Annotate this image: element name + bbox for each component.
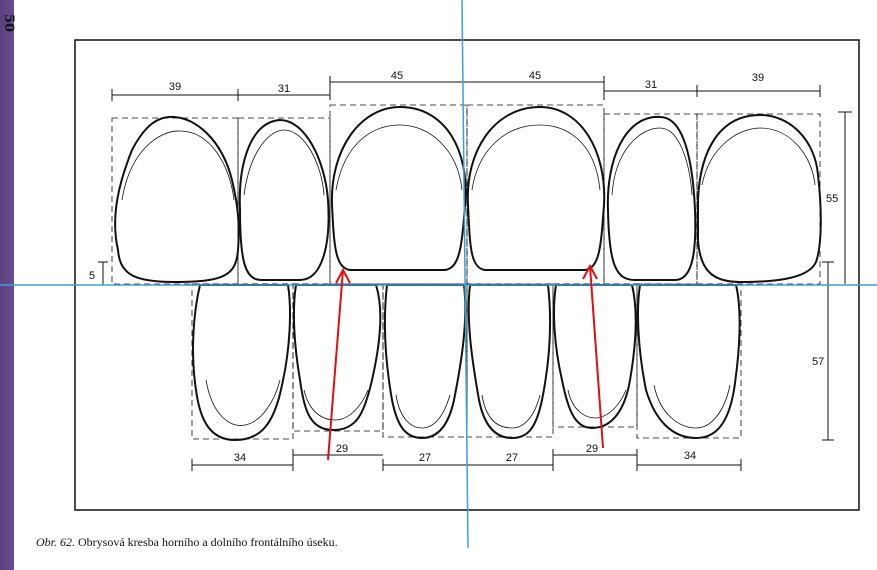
- upper-inner-contours: [121, 124, 816, 201]
- lower-width-6: 34: [684, 450, 696, 462]
- upper-teeth: [114, 105, 822, 284]
- upper-width-4: 45: [529, 70, 541, 82]
- lower-teeth: [192, 284, 741, 442]
- lower-width-4: 27: [506, 452, 518, 464]
- upper-dimension-lines: [111, 76, 821, 101]
- lower-height: 57: [812, 356, 824, 368]
- lower-dimension-lines: [191, 449, 742, 471]
- left-arrow-head: [335, 267, 351, 284]
- upper-width-6: 39: [752, 72, 764, 84]
- vertical-guide-line: [461, 0, 469, 549]
- lower-inner-contours: [205, 379, 731, 429]
- lower-width-3: 27: [419, 452, 431, 464]
- left-arrow: [327, 269, 344, 461]
- overlap-height: 5: [89, 270, 95, 282]
- upper-width-1: 39: [169, 81, 181, 93]
- upper-width-2: 31: [278, 83, 290, 95]
- right-arrow-head: [582, 263, 598, 280]
- upper-width-3: 45: [391, 70, 403, 82]
- caption-text: Obrysová kresba horního a dolního frontá…: [75, 535, 338, 549]
- red-arrows: [327, 263, 604, 461]
- right-arrow: [589, 265, 604, 449]
- upper-height: 55: [826, 193, 838, 205]
- lower-width-2: 29: [336, 443, 348, 455]
- height-dimension-lines: [98, 111, 852, 441]
- lower-width-1: 34: [234, 452, 246, 464]
- lower-width-5: 29: [586, 443, 598, 455]
- figure-label: Obr. 62.: [36, 535, 76, 549]
- upper-width-5: 31: [645, 79, 657, 91]
- figure-caption: Obr. 62. Obrysová kresba horního a dolní…: [36, 535, 338, 550]
